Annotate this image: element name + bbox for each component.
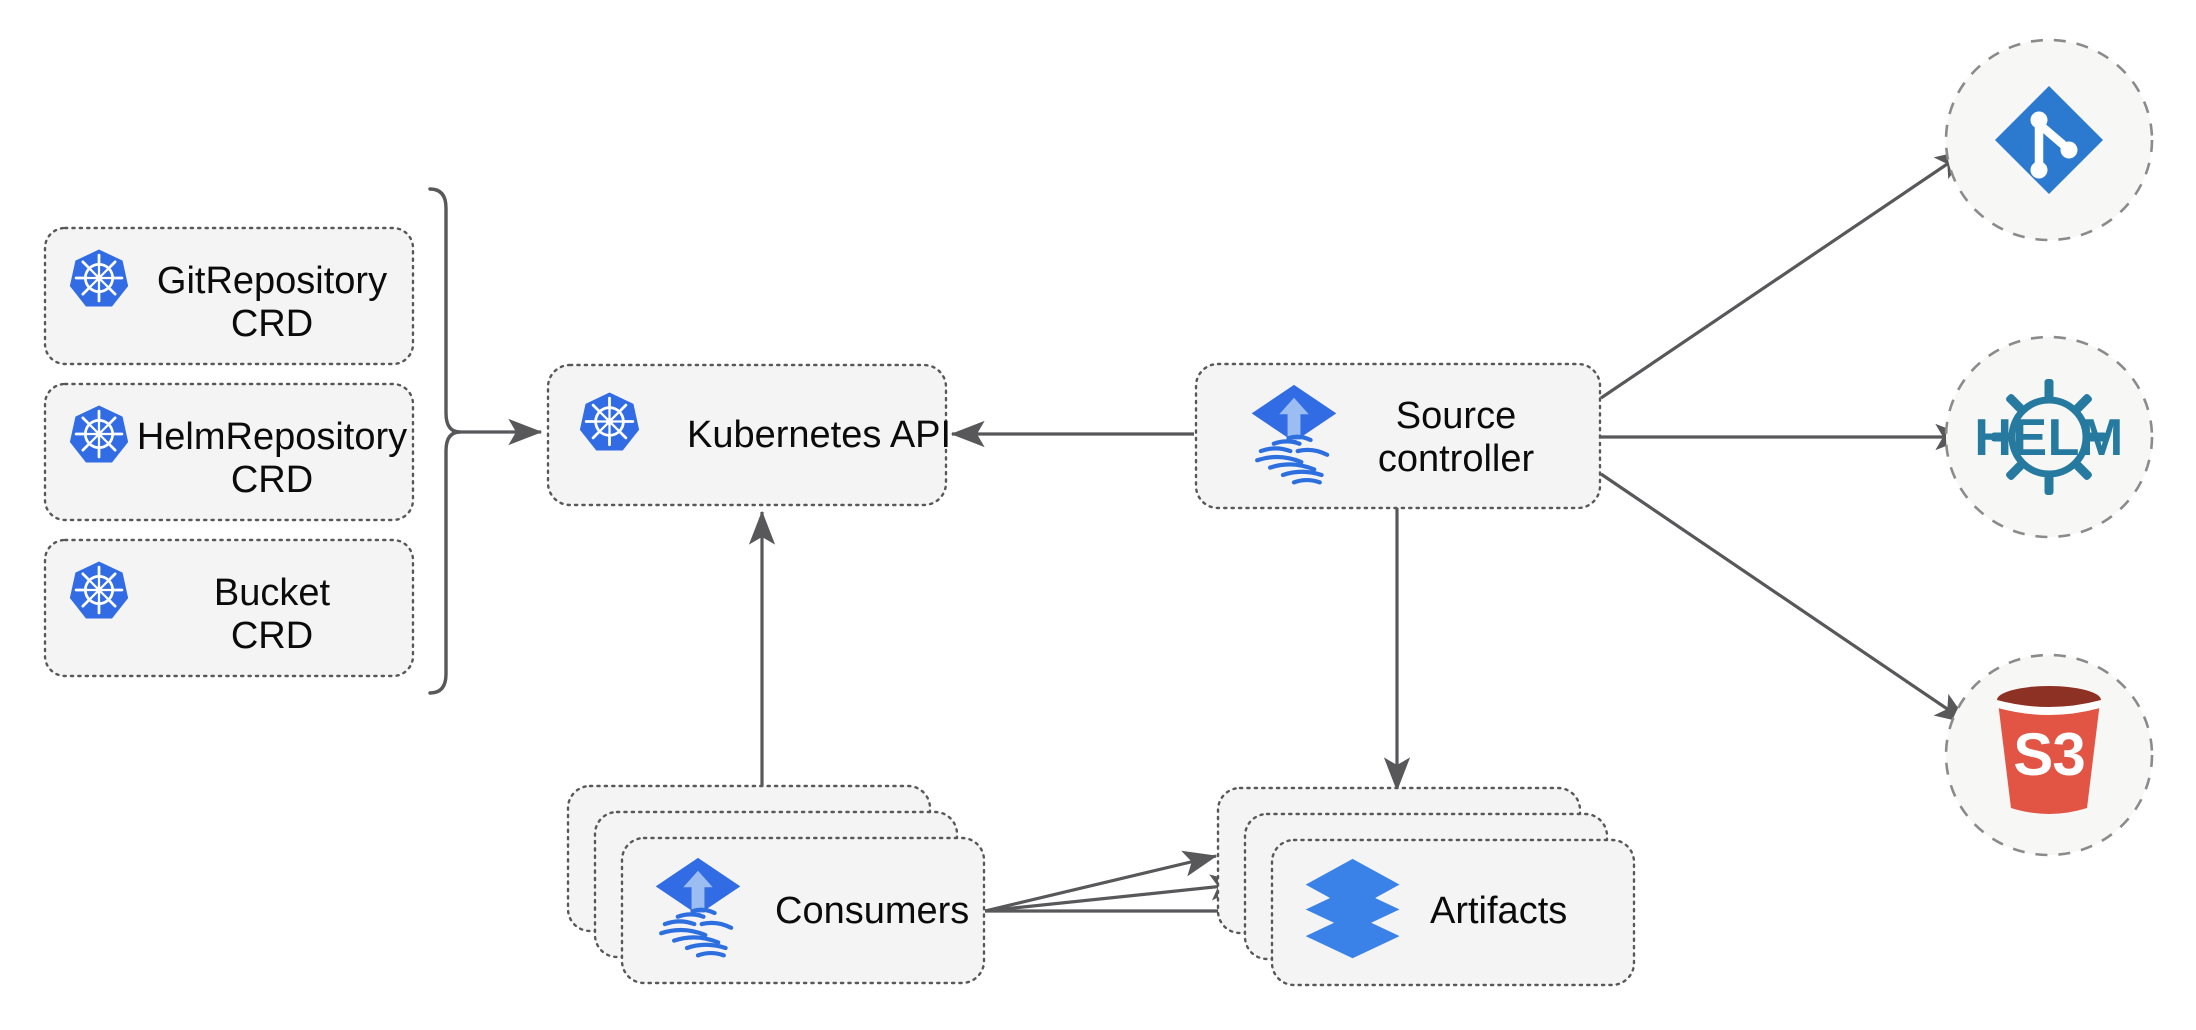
node-helm-source[interactable]: HELM <box>1944 335 2154 539</box>
node-git-source[interactable] <box>1944 38 2154 242</box>
node-source-controller[interactable]: Source controller <box>1194 362 1602 510</box>
node-kubernetes-api[interactable]: Kubernetes API <box>546 363 951 507</box>
edge-source-controller-to-s3 <box>1600 472 1970 725</box>
crd-card-bucket[interactable]: Bucket CRD <box>43 538 415 678</box>
crd-label-line2: CRD <box>231 459 313 501</box>
node-label-kubernetes-api: Kubernetes API <box>687 414 951 456</box>
node-label-artifacts: Artifacts <box>1430 890 1567 932</box>
node-consumers[interactable]: Consumers <box>566 784 986 985</box>
edge-consumers-to-artifacts-mid <box>984 874 1245 913</box>
crd-label-line2: CRD <box>231 615 313 657</box>
node-artifacts[interactable]: Artifacts <box>1216 786 1636 987</box>
node-label-source-controller-line2: controller <box>1378 438 1535 480</box>
artifacts-card-front[interactable]: Artifacts <box>1270 838 1636 987</box>
node-label-consumers: Consumers <box>775 890 969 932</box>
crd-group: GitRepository CRD HelmRepository CRD Buc… <box>43 226 415 678</box>
crd-label-line1: Bucket <box>214 572 331 614</box>
edge-source-controller-to-git <box>1600 148 1970 400</box>
crd-label-line1: GitRepository <box>157 260 387 302</box>
node-label-source-controller-line1: Source <box>1396 395 1516 437</box>
crd-label-line1: HelmRepository <box>137 416 407 458</box>
crd-card-helm-repository[interactable]: HelmRepository CRD <box>43 382 415 522</box>
s3-wordmark: S3 <box>2013 721 2084 788</box>
crd-card-git-repository[interactable]: GitRepository CRD <box>43 226 415 366</box>
s3-bucket-icon: S3 <box>1997 686 2101 814</box>
helm-wordmark: HELM <box>1974 409 2123 467</box>
consumers-card-front[interactable]: Consumers <box>620 836 986 985</box>
crd-label-line2: CRD <box>231 303 313 345</box>
edge-consumers-to-artifacts-back <box>984 850 1218 913</box>
node-s3-source[interactable]: S3 <box>1944 653 2154 857</box>
